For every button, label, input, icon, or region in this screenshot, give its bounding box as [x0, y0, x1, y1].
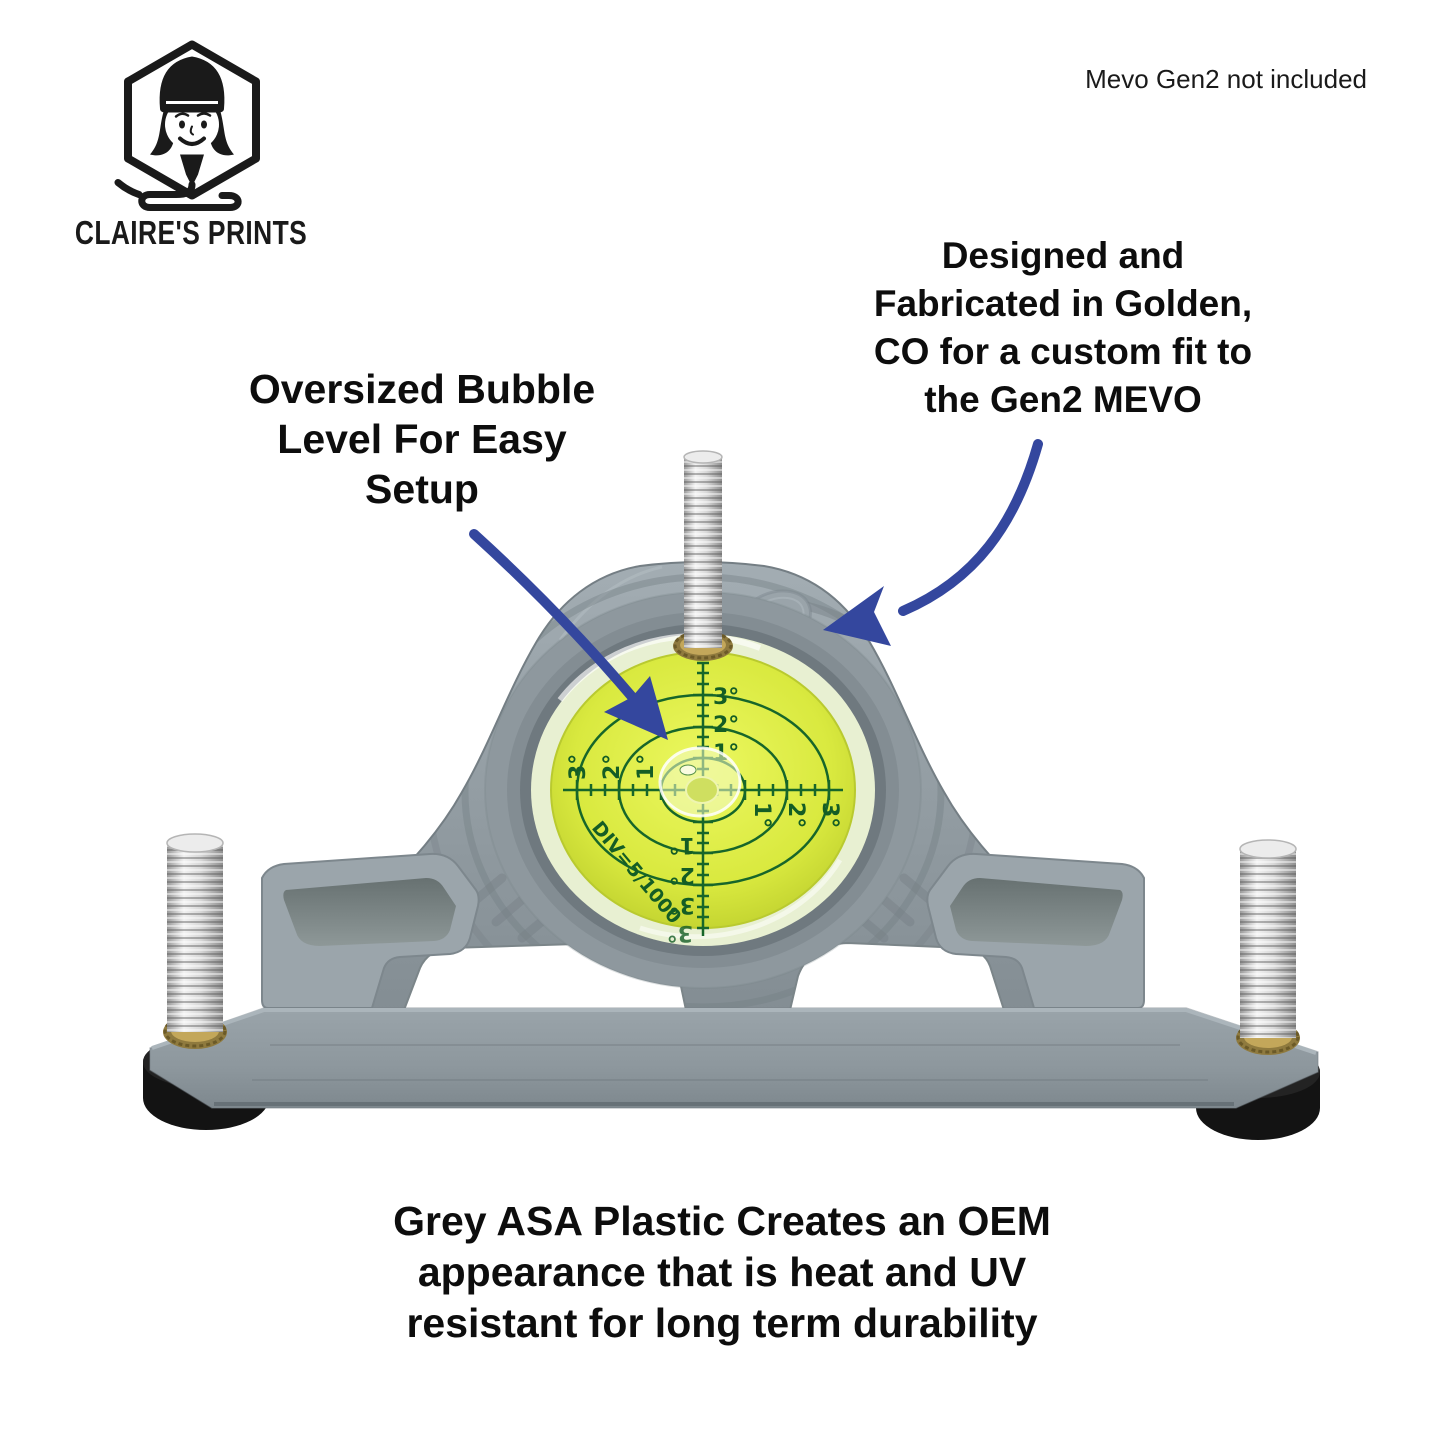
logo-brows — [174, 112, 212, 118]
callout-line: Oversized Bubble — [248, 366, 596, 412]
level-label: 3° — [667, 920, 693, 945]
callout-line: resistant for long term durability — [406, 1300, 1038, 1346]
logo-nose — [189, 125, 194, 136]
level-label: 2° — [783, 802, 808, 828]
callout-line: Grey ASA Plastic Creates an OEM — [393, 1198, 1051, 1244]
level-label: 1° — [634, 754, 659, 780]
annotation-arrows — [469, 439, 1043, 740]
callout-bubble-level: Oversized Bubble Level For Easy Setup — [192, 364, 652, 514]
level-label: 3° — [669, 892, 695, 917]
logo-beanie — [159, 56, 225, 113]
callout-line: Fabricated in Golden, — [873, 283, 1253, 324]
level-label: 1° — [669, 832, 695, 857]
level-label: 3° — [566, 754, 591, 780]
level-label: 2° — [669, 862, 695, 887]
callout-line: Setup — [365, 466, 479, 512]
claires-prints-logo-icon — [114, 40, 260, 211]
logo-eye-left — [179, 120, 185, 129]
leveling-screw-left — [163, 833, 227, 1049]
logo-filament-line — [138, 181, 242, 211]
arrow-left-head — [604, 676, 668, 740]
brand-name: CLAIRE'S PRINTS — [74, 214, 308, 251]
level-bubble — [658, 746, 742, 818]
leveling-screw-right — [1236, 839, 1300, 1055]
disclaimer-text: Mevo Gen2 not included — [1085, 64, 1367, 94]
level-label: 2° — [713, 713, 739, 738]
callout-line: Designed and — [941, 235, 1185, 276]
callout-line: the Gen2 MEVO — [924, 379, 1202, 420]
logo-hexagon — [124, 40, 260, 200]
callout-line: Level For Easy — [277, 416, 567, 462]
logo-filament-tail — [114, 179, 143, 198]
base-bottom-bar — [149, 1007, 1319, 1109]
level-label: 1° — [749, 802, 774, 828]
arrow-left-shaft — [469, 529, 638, 703]
accessory-tray-left — [261, 852, 480, 1009]
level-label: 3° — [713, 685, 739, 710]
level-label: 2° — [600, 754, 625, 780]
callout-material: Grey ASA Plastic Creates an OEM appearan… — [342, 1196, 1102, 1349]
arrow-right-shaft — [898, 439, 1043, 616]
callout-custom-fit: Designed and Fabricated in Golden, CO fo… — [843, 232, 1283, 424]
callout-line: CO for a custom fit to — [873, 331, 1253, 372]
bubble-level: 1° 2° 3° 1° 2° 3° 1° 2° 3° 1° 2° 3° 3° D… — [484, 591, 922, 989]
leveling-screw-top — [673, 450, 733, 661]
arrow-right-head — [823, 586, 891, 646]
level-label: 3° — [817, 802, 842, 828]
callout-line: appearance that is heat and UV — [417, 1249, 1027, 1295]
logo-smile — [178, 136, 206, 146]
logo-nozzle-icon — [180, 154, 204, 185]
logo-eye-right — [201, 120, 207, 129]
